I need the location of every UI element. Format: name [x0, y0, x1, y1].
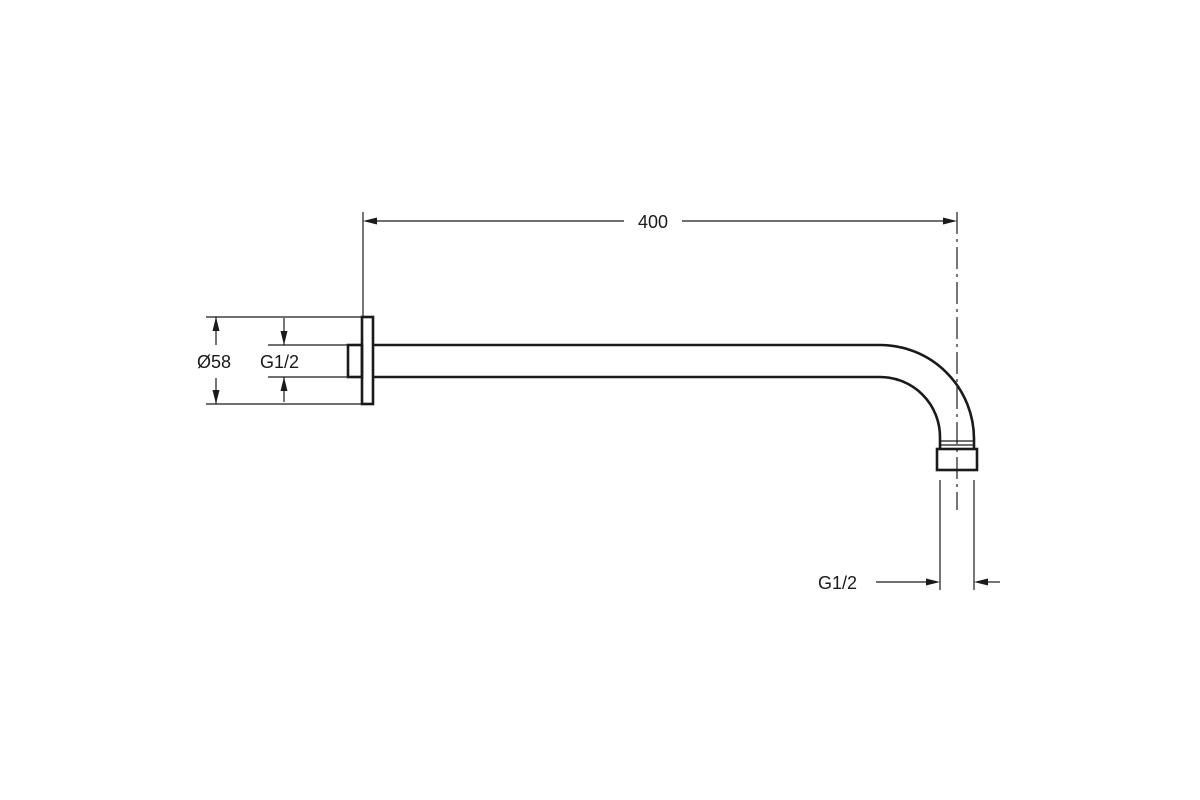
dimension-flange-diameter: Ø58	[197, 316, 362, 405]
pipe-inner-edge	[373, 375, 942, 449]
shower-arm-body	[346, 315, 979, 472]
flange-diameter-label: Ø58	[197, 352, 231, 372]
dimension-arm-length: 400	[362, 212, 957, 317]
outlet-thread-label: G1/2	[818, 573, 857, 593]
wall-flange	[360, 315, 375, 406]
inlet-stub	[346, 343, 364, 379]
pipe-outer-edge	[373, 343, 976, 449]
dimension-inlet-thread: G1/2	[260, 318, 348, 402]
arm-length-label: 400	[638, 212, 668, 232]
dimension-outlet-thread: G1/2	[818, 480, 1000, 593]
inlet-thread-label: G1/2	[260, 352, 299, 372]
